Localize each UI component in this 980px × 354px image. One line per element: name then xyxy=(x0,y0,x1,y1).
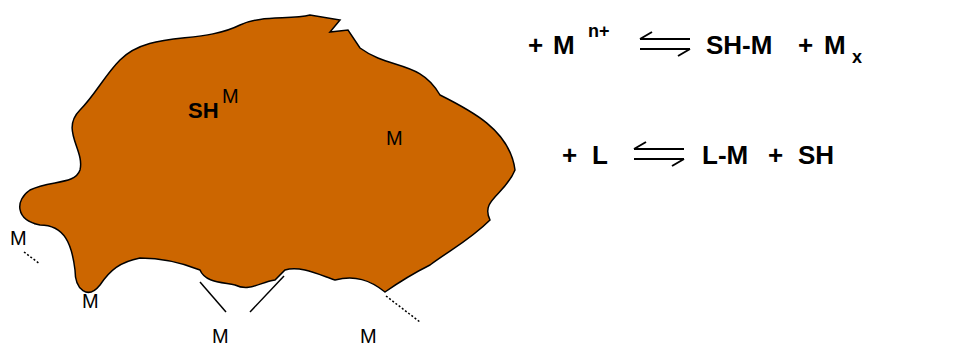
metal-label: M xyxy=(212,326,229,346)
equilibrium-arrow xyxy=(634,159,684,166)
equation-term: x xyxy=(852,48,862,66)
metal-label: M xyxy=(360,326,377,346)
equilibrium-arrow xyxy=(634,142,684,149)
dotted-bond xyxy=(386,296,420,322)
equation-term: + xyxy=(798,32,813,58)
particle-outline xyxy=(0,0,530,310)
metal-label: M xyxy=(222,86,239,106)
dotted-bond xyxy=(24,252,40,264)
bond-line xyxy=(200,282,226,312)
equation-term: n+ xyxy=(588,22,610,40)
metal-label: M xyxy=(386,128,403,148)
equation-term: SH xyxy=(798,142,834,168)
equation-term: + xyxy=(562,142,577,168)
equation-term: M xyxy=(553,32,575,58)
particle-shape xyxy=(20,15,515,292)
equation-term: SH-M xyxy=(706,32,772,58)
equation-term: L xyxy=(592,142,608,168)
equilibrium-arrow xyxy=(640,49,690,56)
equation-term: M xyxy=(824,32,846,58)
equilibrium-arrow xyxy=(640,32,690,39)
particle-label: SH xyxy=(188,100,219,122)
equation-term: + xyxy=(768,142,783,168)
metal-label: M xyxy=(82,291,99,311)
equation-term: L-M xyxy=(702,142,748,168)
equation-term: + xyxy=(528,32,543,58)
metal-label: M xyxy=(10,228,27,248)
humic-particle: SHM xyxy=(0,0,530,310)
